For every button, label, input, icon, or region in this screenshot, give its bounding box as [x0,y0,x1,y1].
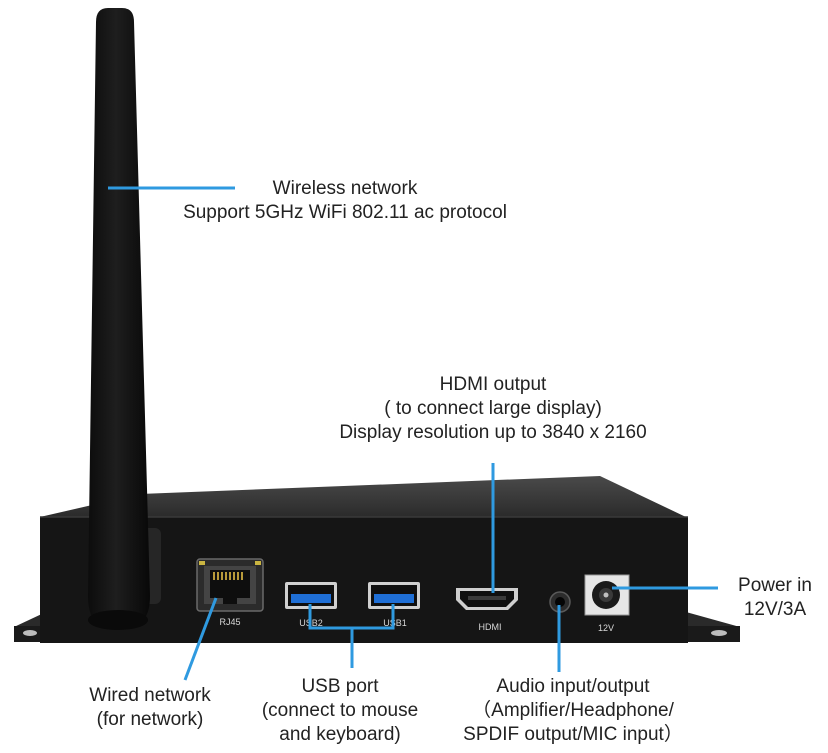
usb-label-detail-2: and keyboard) [279,724,401,745]
wired-label-title: Wired network [89,685,211,706]
wired-network-label: Wired network (for network) [60,684,240,732]
power-label-spec: 12V/3A [743,599,807,620]
hdmi-label-purpose: ( to connect large display) [384,398,602,419]
hdmi-label-resolution: Display resolution up to 3840 x 2160 [339,422,647,443]
wireless-network-label: Wireless network Support 5GHz WiFi 802.1… [150,177,540,225]
usb-label-detail-1: (connect to mouse [261,700,419,721]
wireless-label-title: Wireless network [272,178,418,199]
audio-label: Audio input/output （Amplifier/Headphone/… [438,675,708,747]
mounting-flange-left [14,612,48,642]
wireless-label-detail: Support 5GHz WiFi 802.11 ac protocol [183,202,507,223]
power-label-title: Power in [738,575,812,596]
audio-label-title: Audio input/output [496,676,650,697]
usb1-port: USB1 [368,582,420,628]
power-in-label: Power in 12V/3A [722,574,828,622]
usb1-marking: USB1 [383,618,407,628]
wired-callout-line [183,597,218,681]
usb-label-title: USB port [301,676,379,697]
usb-port-label: USB port (connect to mouse and keyboard) [230,675,450,747]
audio-label-detail-2: SPDIF output/MIC input） [463,724,683,745]
hdmi-label-title: HDMI output [439,374,547,395]
dc-marking: 12V [598,623,614,633]
rj45-pins [213,572,243,580]
antenna [88,8,161,630]
hdmi-marking: HDMI [479,622,502,632]
mounting-flange-right [686,612,740,642]
hdmi-output-label: HDMI output ( to connect large display) … [300,373,686,445]
audio-label-detail-1: （Amplifier/Headphone/ [472,700,674,721]
rj45-port: RJ45 [196,558,264,627]
wired-label-detail: (for network) [96,709,204,730]
hdmi-port: HDMI [456,588,518,632]
rj45-marking: RJ45 [219,617,240,627]
callout-lines [108,186,718,681]
